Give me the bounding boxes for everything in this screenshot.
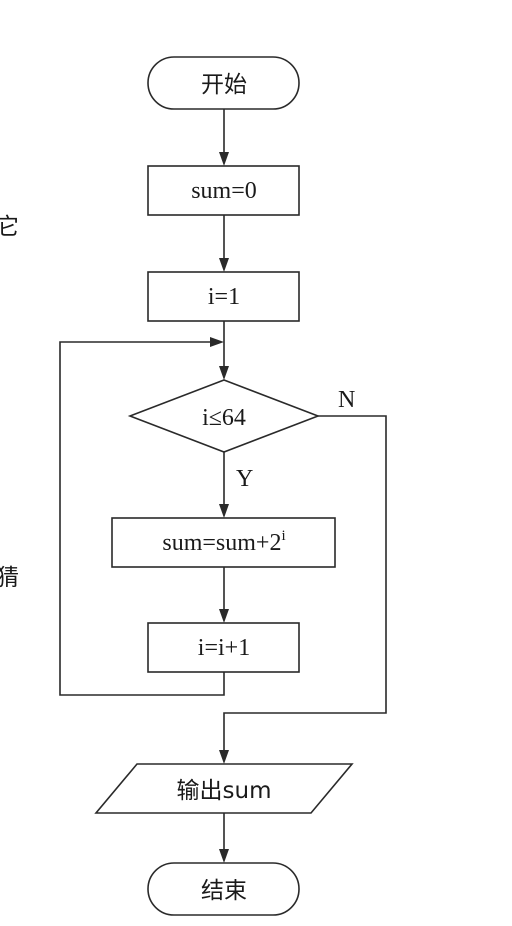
margin-char-top: 它: [0, 214, 19, 240]
end-label: 结束: [201, 878, 247, 904]
arrowhead-output: [219, 750, 229, 764]
margin-char-bottom: 猜: [0, 565, 19, 591]
update-sum-exponent: i: [281, 528, 285, 544]
yes-label: Y: [236, 466, 253, 492]
no-branch-connector: [223, 415, 387, 752]
increment-box: [147, 622, 300, 673]
output-label: 输出sum: [177, 778, 272, 804]
increment-label: i=i+1: [198, 635, 250, 661]
arrowhead-i: [219, 258, 229, 272]
arrowhead-loop-back: [210, 337, 224, 347]
update-sum-base: sum=sum+2: [162, 530, 281, 556]
arrowhead-end: [219, 849, 229, 863]
no-label: N: [338, 387, 355, 413]
init-i-label: i=1: [208, 284, 240, 310]
arrowhead-sum: [219, 152, 229, 166]
init-sum-box: [147, 165, 300, 216]
condition-label: i≤64: [202, 405, 246, 431]
end-terminal: [147, 862, 300, 916]
loop-back-connector: [59, 341, 225, 696]
init-sum-label: sum=0: [191, 178, 257, 204]
start-label: 开始: [201, 72, 247, 98]
output-parallelogram: [94, 763, 354, 814]
arrowhead-increment: [219, 609, 229, 623]
update-sum-label: sum=sum+2i: [162, 528, 285, 556]
arrowhead-condition: [219, 366, 229, 380]
arrowhead-update-sum: [219, 504, 229, 518]
